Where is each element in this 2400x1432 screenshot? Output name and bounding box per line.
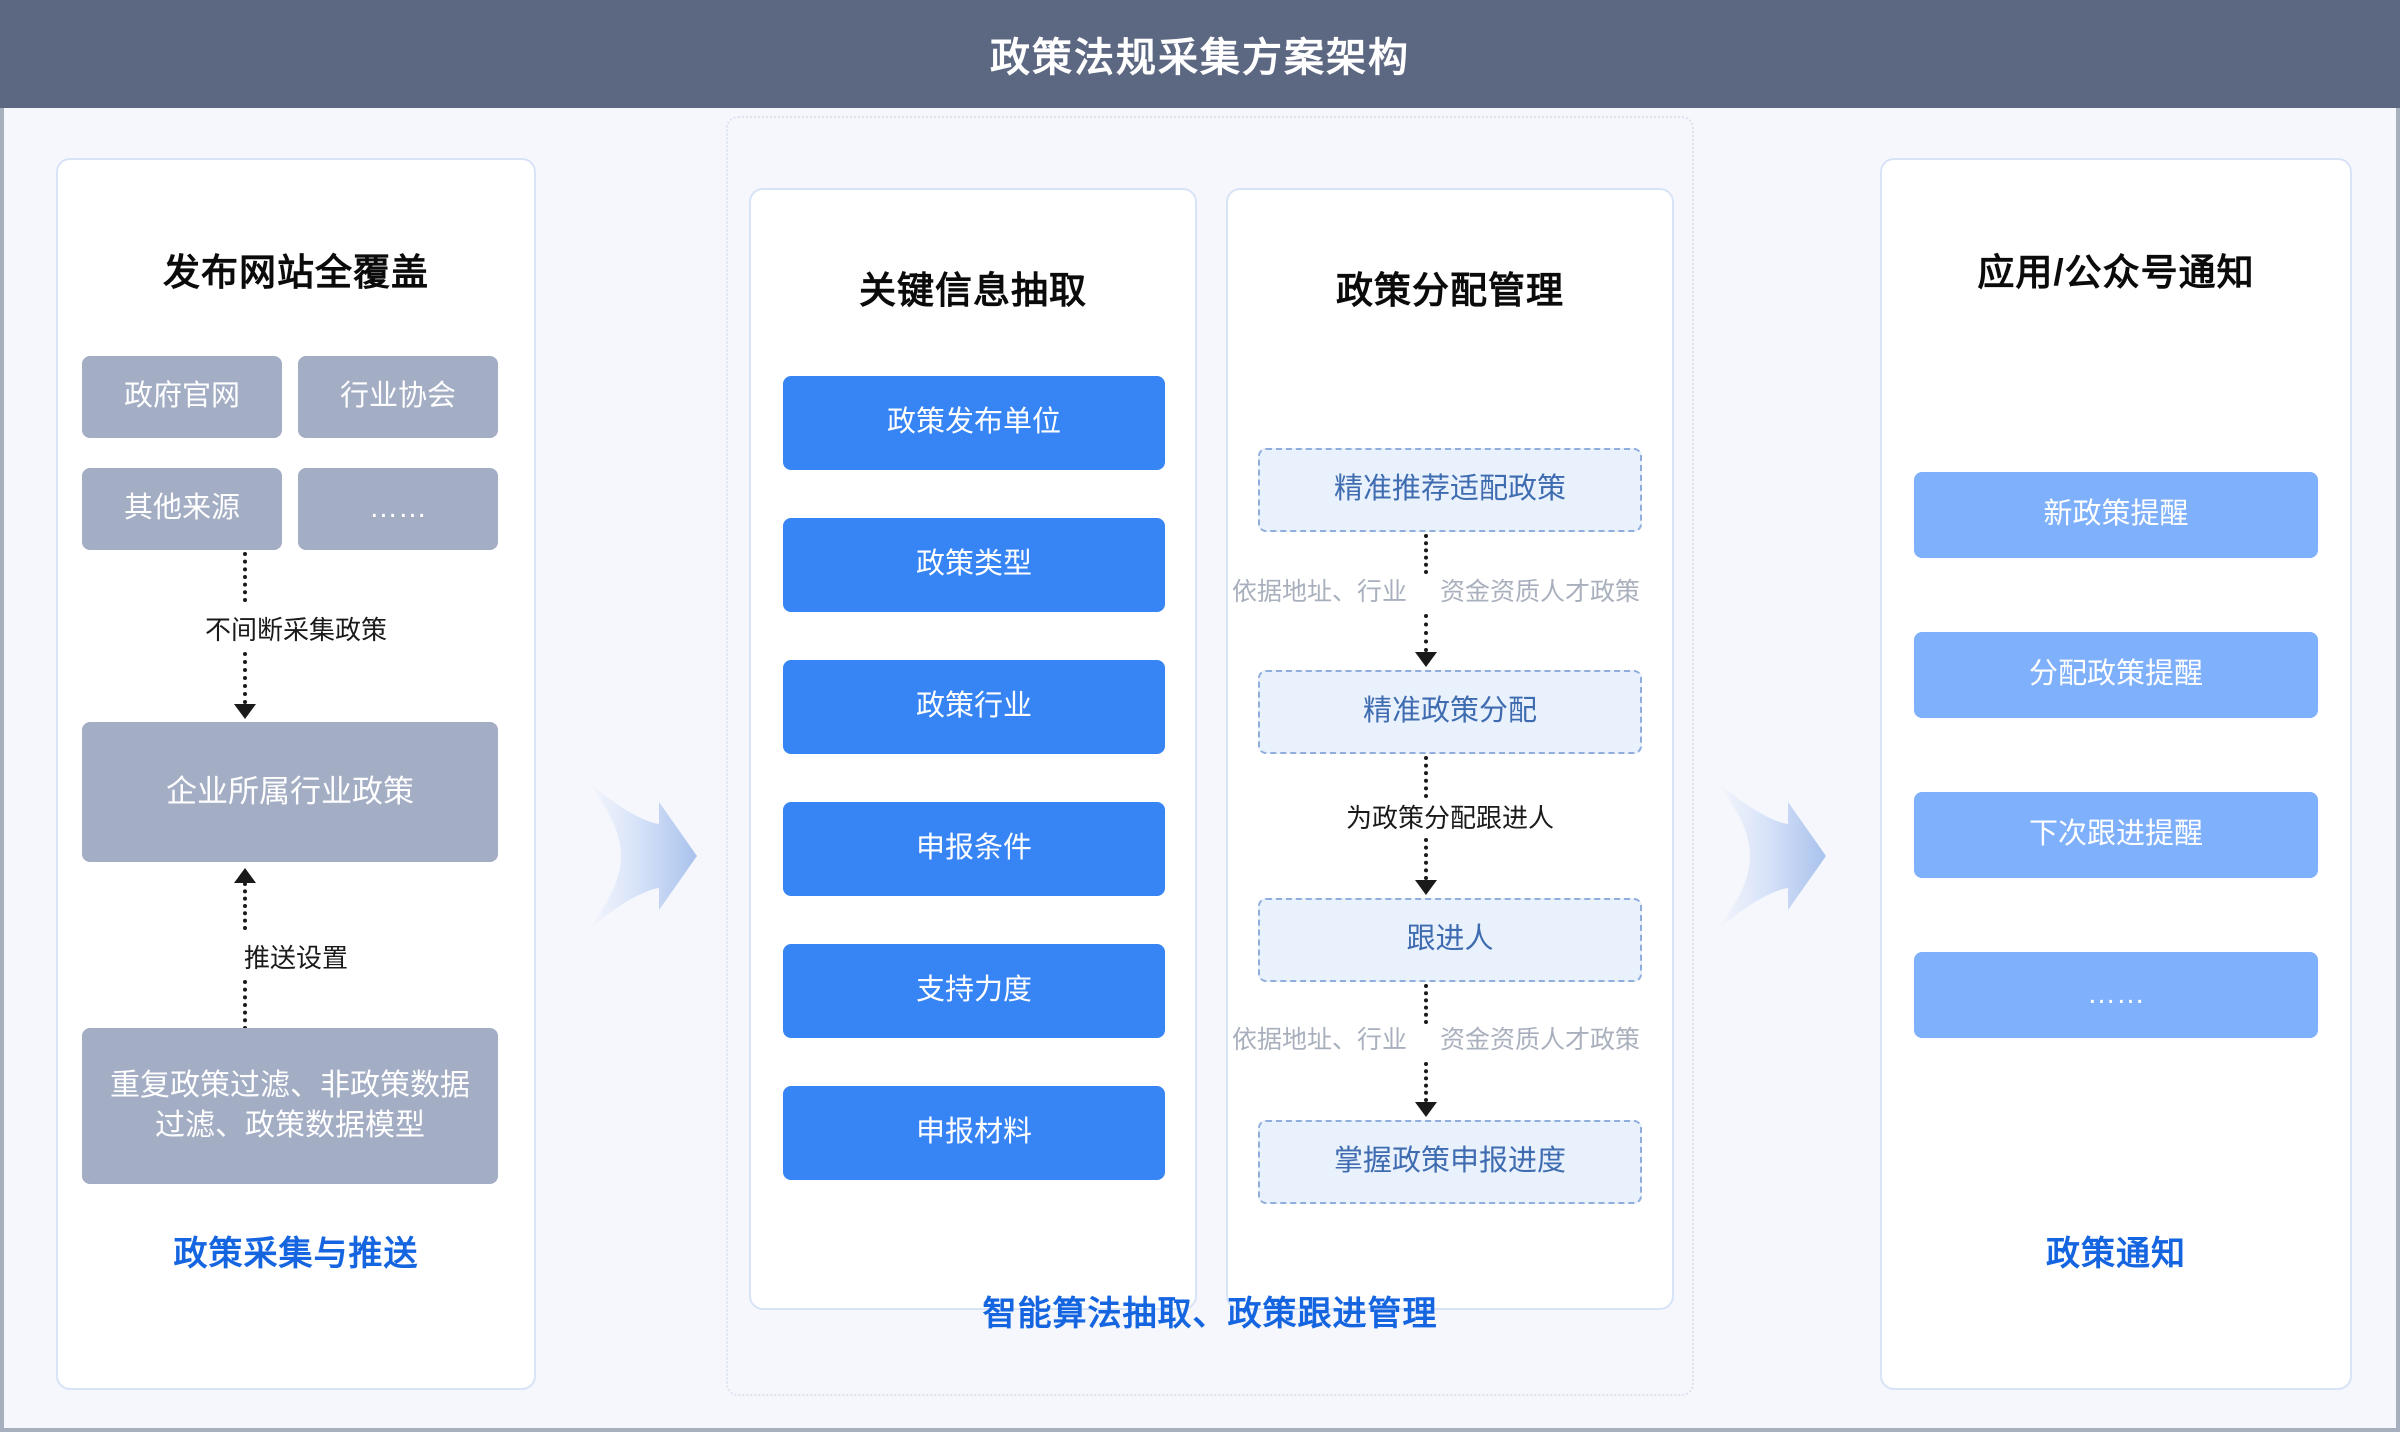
assign-node-progress[interactable]: 掌握政策申报进度 — [1258, 1120, 1642, 1204]
footer-caption-notify: 政策通知 — [2046, 1235, 2186, 1273]
page-header: 政策法规采集方案架构 — [0, 0, 2400, 108]
edge-label-1-right: 资金资质人才政策 — [1440, 578, 1641, 606]
notify-item-next-followup[interactable]: 下次跟进提醒 — [1914, 792, 2318, 878]
edge-label-2-center: 为政策分配跟进人 — [1345, 803, 1554, 833]
node-industry-policy[interactable]: 企业所属行业政策 — [82, 722, 498, 862]
connector-assign-1b — [1424, 614, 1428, 652]
edge-label-3-left: 依据地址、行业 — [1232, 1026, 1408, 1054]
extract-item-industry[interactable]: 政策行业 — [783, 660, 1165, 754]
middle-group-outline — [726, 116, 1694, 1396]
source-box-other[interactable]: 其他来源 — [82, 468, 282, 550]
extract-item-materials[interactable]: 申报材料 — [783, 1086, 1165, 1180]
notify-item-ellipsis[interactable]: …… — [1914, 952, 2318, 1038]
connector-label-push-setting: 推送设置 — [243, 943, 348, 973]
footer-caption-middle: 智能算法抽取、政策跟进管理 — [982, 1295, 1438, 1333]
extract-item-support[interactable]: 支持力度 — [783, 944, 1165, 1038]
arrowhead-up-push — [234, 868, 256, 883]
card-notify: 应用/公众号通知 新政策提醒 分配政策提醒 下次跟进提醒 …… 政策通知 — [1880, 158, 2352, 1390]
right-arrow-icon-2 — [1716, 780, 1828, 932]
edge-label-1-left: 依据地址、行业 — [1232, 578, 1408, 606]
card-assign-title: 政策分配管理 — [1336, 270, 1564, 311]
arrowhead-down-assign-3 — [1415, 1102, 1437, 1117]
card-extract: 关键信息抽取 政策发布单位 政策类型 政策行业 申报条件 支持力度 申报材料 — [749, 188, 1197, 1310]
right-arrow-icon-1 — [587, 780, 699, 932]
card-assign: 政策分配管理 精准推荐适配政策 依据地址、行业 资金资质人才政策 精准政策分配 … — [1226, 188, 1674, 1310]
footer-caption-collect: 政策采集与推送 — [173, 1235, 419, 1273]
connector-assign-3b — [1424, 1062, 1428, 1102]
connector-assign-1a — [1424, 534, 1428, 574]
arrowhead-down-assign-2 — [1415, 880, 1437, 895]
card-extract-title: 关键信息抽取 — [859, 270, 1087, 311]
page-title: 政策法规采集方案架构 — [990, 36, 1410, 80]
card-collect: 发布网站全覆盖 政府官网 行业协会 其他来源 …… 不间断采集政策 企业所属行业… — [56, 158, 536, 1390]
connector-label-continuous-collect: 不间断采集政策 — [204, 615, 387, 645]
notify-item-new-policy[interactable]: 新政策提醒 — [1914, 472, 2318, 558]
diagram-canvas: 发布网站全覆盖 政府官网 行业协会 其他来源 …… 不间断采集政策 企业所属行业… — [4, 108, 2396, 1428]
assign-node-recommend[interactable]: 精准推荐适配政策 — [1258, 448, 1642, 532]
node-policy-filter-model[interactable]: 重复政策过滤、非政策数据过滤、政策数据模型 — [82, 1028, 498, 1184]
card-notify-title: 应用/公众号通知 — [1977, 252, 2255, 293]
assign-node-allocate[interactable]: 精准政策分配 — [1258, 670, 1642, 754]
source-box-association[interactable]: 行业协会 — [298, 356, 498, 438]
connector-collect-upper-b — [243, 652, 247, 704]
edge-label-3-right: 资金资质人才政策 — [1440, 1026, 1641, 1054]
connector-collect-upper-a — [243, 552, 247, 602]
connector-collect-lower-b — [243, 980, 247, 1030]
assign-node-follower[interactable]: 跟进人 — [1258, 898, 1642, 982]
card-collect-title: 发布网站全覆盖 — [163, 252, 429, 293]
source-box-ellipsis[interactable]: …… — [298, 468, 498, 550]
connector-assign-2a — [1424, 756, 1428, 798]
connector-assign-2b — [1424, 838, 1428, 880]
arrowhead-down-assign-1 — [1415, 652, 1437, 667]
connector-collect-lower-a — [243, 882, 247, 930]
arrowhead-down-collect — [234, 704, 256, 719]
source-box-gov[interactable]: 政府官网 — [82, 356, 282, 438]
extract-item-conditions[interactable]: 申报条件 — [783, 802, 1165, 896]
connector-assign-3a — [1424, 984, 1428, 1024]
extract-item-type[interactable]: 政策类型 — [783, 518, 1165, 612]
notify-item-assigned-policy[interactable]: 分配政策提醒 — [1914, 632, 2318, 718]
extract-item-publisher[interactable]: 政策发布单位 — [783, 376, 1165, 470]
